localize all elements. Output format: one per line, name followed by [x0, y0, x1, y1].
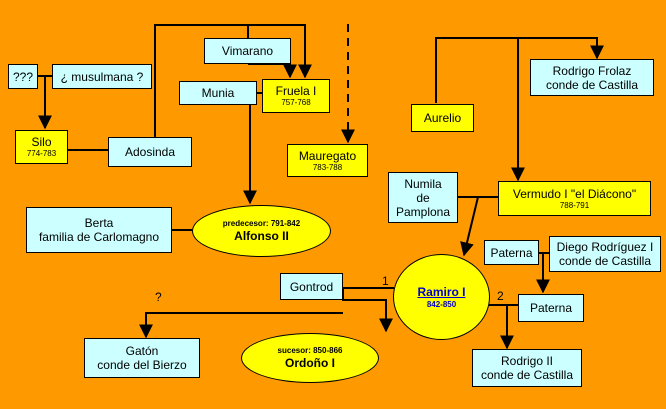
alfonso-name: Alfonso II: [234, 229, 289, 243]
vermudo-dates: 788-791: [559, 200, 590, 210]
gaton-name: Gatón: [125, 344, 159, 358]
diego-title: conde de Castilla: [558, 254, 652, 268]
diego-name: Diego Rodríguez I: [556, 240, 654, 254]
ordono-name: Ordoño I: [285, 356, 335, 370]
box-rodrigo-frolaz: Rodrigo Frolaz conde de Castilla: [530, 59, 654, 96]
box-rodrigo-ii: Rodrigo II conde de Castilla: [472, 349, 582, 387]
berta-name: Berta: [84, 216, 114, 230]
box-numila: Numila de Pamplona: [388, 172, 458, 223]
ellipse-alfonso: predecesor: 791-842 Alfonso II: [192, 205, 331, 257]
aurelio-label: Aurelio: [423, 111, 462, 125]
line-gaton-branch: [139, 312, 343, 339]
paterna-right-label: Paterna: [529, 301, 573, 315]
paterna-left-label: Paterna: [490, 245, 533, 260]
gontrod-label: Gontrod: [289, 279, 334, 294]
ordono-label: sucesor: 850-866: [277, 346, 343, 355]
ellipse-ordono: sucesor: 850-866 Ordoño I: [241, 333, 379, 383]
numila-line3: Pamplona: [395, 204, 451, 219]
box-musulmana: ¿ musulmana ?: [52, 64, 152, 89]
munia-label: Munia: [201, 86, 235, 100]
marriage-number-1: 1: [382, 274, 389, 288]
fruela-dates: 757-768: [281, 98, 311, 107]
box-gaton: Gatón conde del Bierzo: [84, 338, 200, 378]
alfonso-label: predecesor: 791-842: [222, 219, 301, 228]
marriage-number-2: 2: [497, 289, 504, 303]
ramiro-dates: 842-850: [426, 299, 457, 309]
box-paterna-left: Paterna: [484, 240, 539, 265]
rodrigo-frolaz-title: conde de Castilla: [545, 77, 639, 92]
numila-line2: de: [416, 190, 430, 205]
rodrigo-ii-name: Rodrigo II: [500, 354, 554, 368]
ellipse-ramiro: Ramiro I 842-850: [393, 254, 490, 340]
box-mauregato: Mauregato 783-788: [287, 144, 368, 177]
numila-line1: Numila: [404, 176, 442, 191]
vermudo-name: Vermudo I "el Diácono": [512, 186, 637, 201]
rodrigo-ii-title: conde de Castilla: [480, 368, 574, 382]
question-mark: ?: [155, 290, 162, 304]
line-top-bracket: [154, 24, 312, 137]
box-adosinda: Adosinda: [108, 137, 192, 167]
silo-dates: 774-783: [26, 149, 57, 158]
ramiro-name: Ramiro I: [417, 284, 466, 299]
silo-name: Silo: [31, 135, 52, 149]
box-paterna-right: Paterna: [518, 294, 584, 322]
box-berta: Berta familia de Carlomagno: [26, 207, 172, 253]
berta-desc: familia de Carlomagno: [38, 230, 160, 244]
mauregato-name: Mauregato: [298, 148, 357, 163]
line-gontrod-children: [342, 288, 393, 333]
line-vimarano-fruela: [248, 63, 297, 79]
box-silo: Silo 774-783: [15, 130, 68, 164]
rodrigo-frolaz-name: Rodrigo Frolaz: [552, 63, 632, 78]
line-aurelio-bracket: [435, 37, 604, 103]
box-aurelio: Aurelio: [411, 104, 474, 132]
mauregato-dates: 783-788: [312, 162, 343, 172]
box-gontrod: Gontrod: [280, 273, 343, 300]
unknown-label: ???: [12, 69, 34, 84]
line-vermudo-ramiro: [460, 196, 479, 257]
adosinda-label: Adosinda: [124, 145, 176, 159]
box-fruela: Fruela I 757-768: [262, 79, 330, 113]
box-diego: Diego Rodríguez I conde de Castilla: [549, 236, 661, 272]
box-vimarano: Vimarano: [204, 38, 291, 64]
box-munia: Munia: [179, 81, 257, 105]
gaton-title: conde del Bierzo: [97, 358, 187, 372]
box-vermudo: Vermudo I "el Diácono" 788-791: [498, 181, 651, 216]
box-unknown: ???: [8, 64, 38, 89]
fruela-name: Fruela I: [275, 84, 317, 98]
musulmana-label: ¿ musulmana ?: [60, 69, 144, 84]
vimarano-label: Vimarano: [221, 44, 274, 58]
